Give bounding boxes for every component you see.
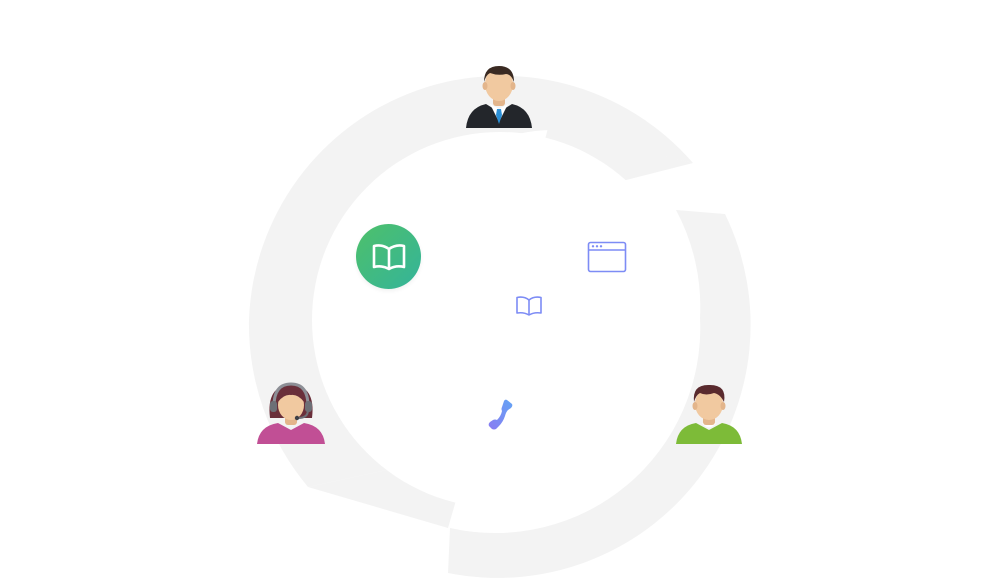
open-book-glyph xyxy=(372,243,405,270)
businessman-avatar-icon xyxy=(466,66,532,128)
customer-avatar-icon xyxy=(676,384,742,444)
headset-agent-avatar-icon xyxy=(257,382,325,444)
browser-window-icon xyxy=(587,241,627,273)
open-book-icon xyxy=(516,296,542,316)
knowledge-base-book-icon xyxy=(356,224,421,289)
phone-icon xyxy=(488,399,513,430)
